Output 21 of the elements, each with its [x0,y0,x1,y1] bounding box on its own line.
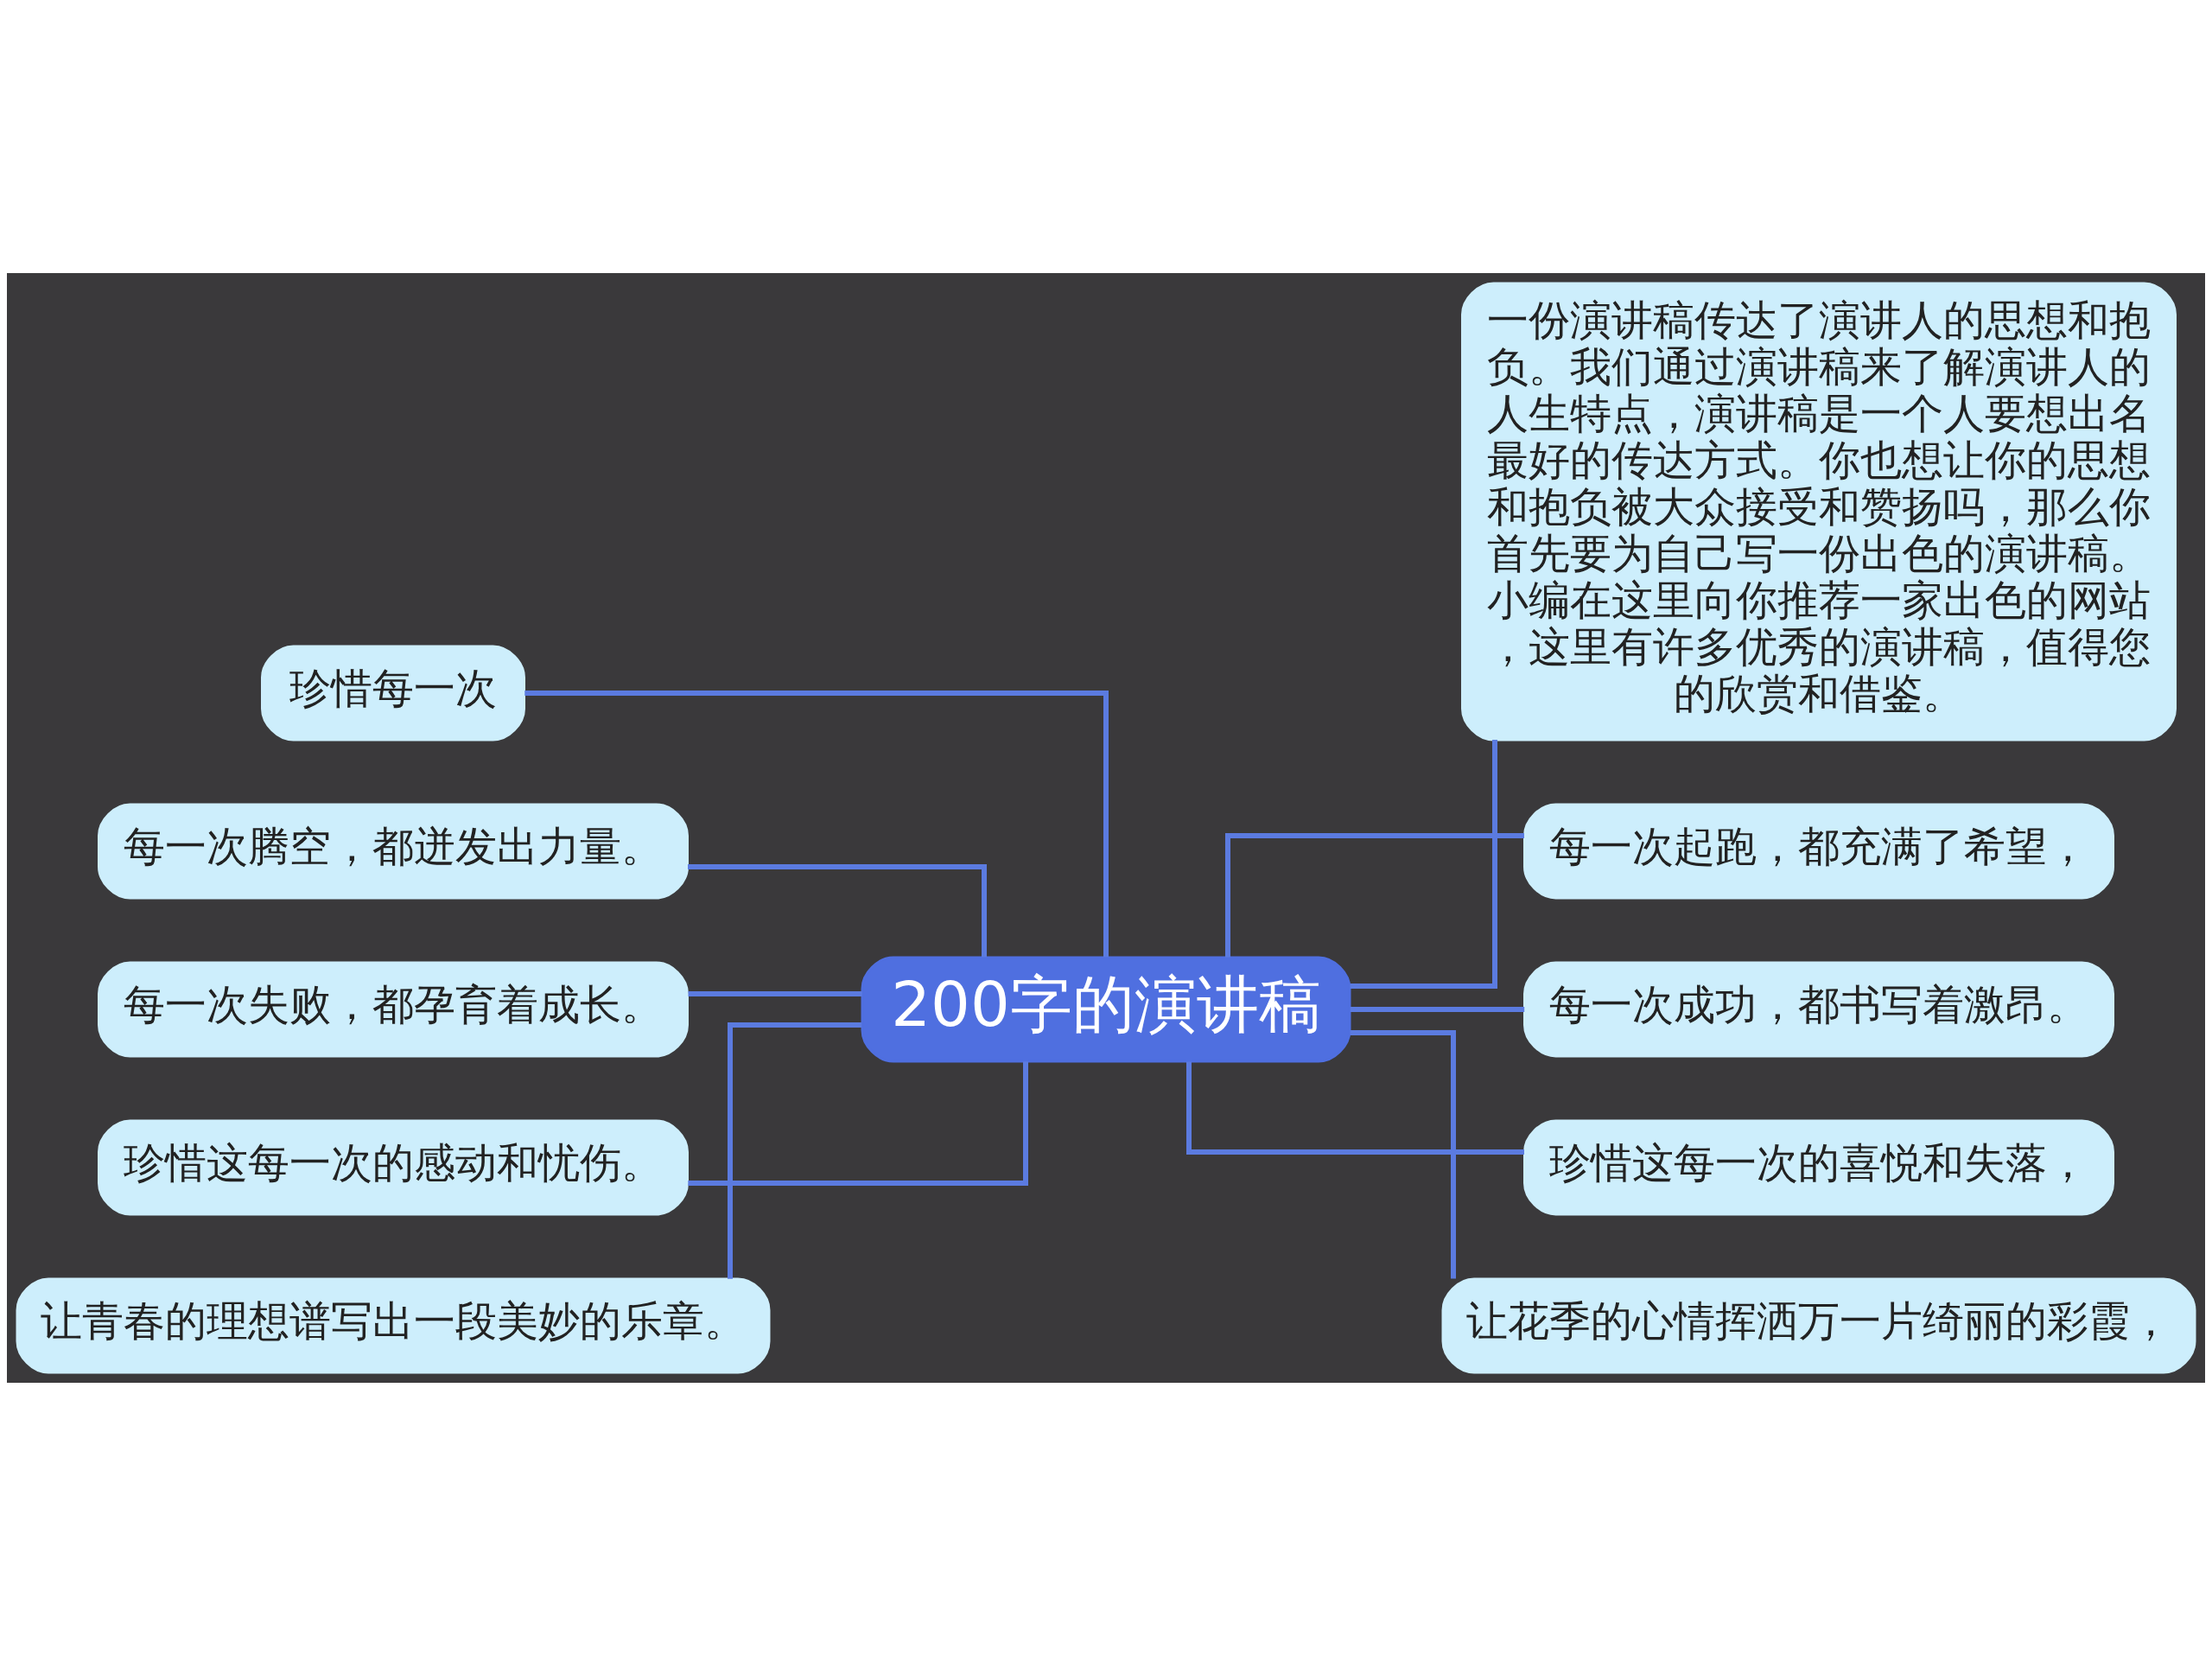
node-box: 珍惜每一次 [261,645,525,741]
node-box: 每一次成功，都书写着激昂。 [1523,961,2114,1057]
node-box: 每一次腾空，都迸发出力量。 [98,803,689,899]
node-box: 珍惜这每一次的喜悦和失落， [1523,1119,2114,1215]
node-box: 让花季的心情挥洒万一片绮丽的彩霞， [1441,1277,2196,1373]
node-box: 每一次失败，都孕育着成长。 [98,961,689,1057]
node-box: 200字的演讲稿 [861,956,1351,1062]
node-box: 让青春的理想谱写出一段美妙的乐章。 [16,1277,771,1373]
connector [688,863,987,957]
connector [1350,1006,1525,1012]
connector [524,690,1109,958]
connector [1225,832,1524,958]
node-box: 每一次起跑，都充满了希望， [1523,803,2114,899]
node-box: 一份演讲稿传达了演讲人的思想和抱负。我们通过演讲稿来了解演讲人的人生特点，演讲稿是一个人要想出名最好的传达方式。你也想让你的思想和抱负被大众接受和赞扬吗，那么你首先要为自己写一份出色的演讲稿。小编在这里向你推荐一家出色的网站，这里有许多优秀的演讲稿，值得您的欣赏和借鉴。 [1461,282,2177,741]
connector [1350,1029,1456,1278]
node-box: 珍惜这每一次的感动和忧伤。 [98,1119,689,1215]
connector [728,1022,862,1279]
connector [1350,739,1497,989]
connector [688,990,862,996]
connector [688,1060,1028,1186]
connector [1186,1061,1524,1155]
